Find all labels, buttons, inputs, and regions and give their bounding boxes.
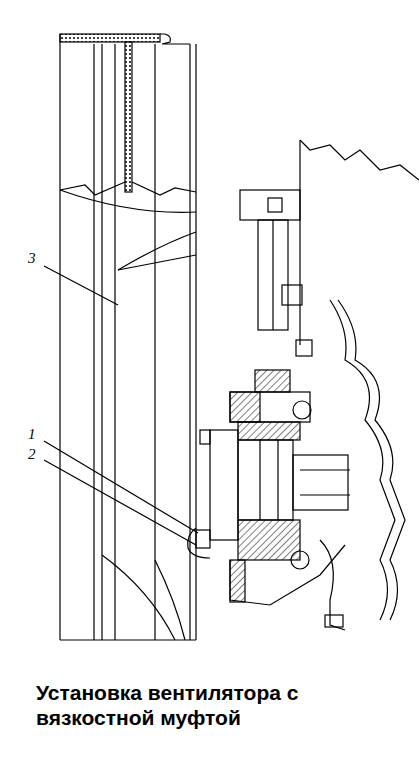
radiator-tube <box>125 42 132 192</box>
radiator-frame <box>60 34 160 42</box>
leader-line <box>44 441 198 533</box>
tensioner-pulley <box>240 190 300 220</box>
figure-caption: Установка вентилятора с вязкостной муфто… <box>36 680 396 730</box>
viscous-coupling <box>210 430 238 540</box>
callout-number: 1 <box>28 426 36 442</box>
leader-line <box>44 460 196 545</box>
drive-belt <box>258 220 288 330</box>
callout-number: 2 <box>28 446 36 462</box>
callout-number: 3 <box>28 250 36 266</box>
pulley-hub <box>255 370 290 392</box>
leader-line <box>44 266 118 305</box>
